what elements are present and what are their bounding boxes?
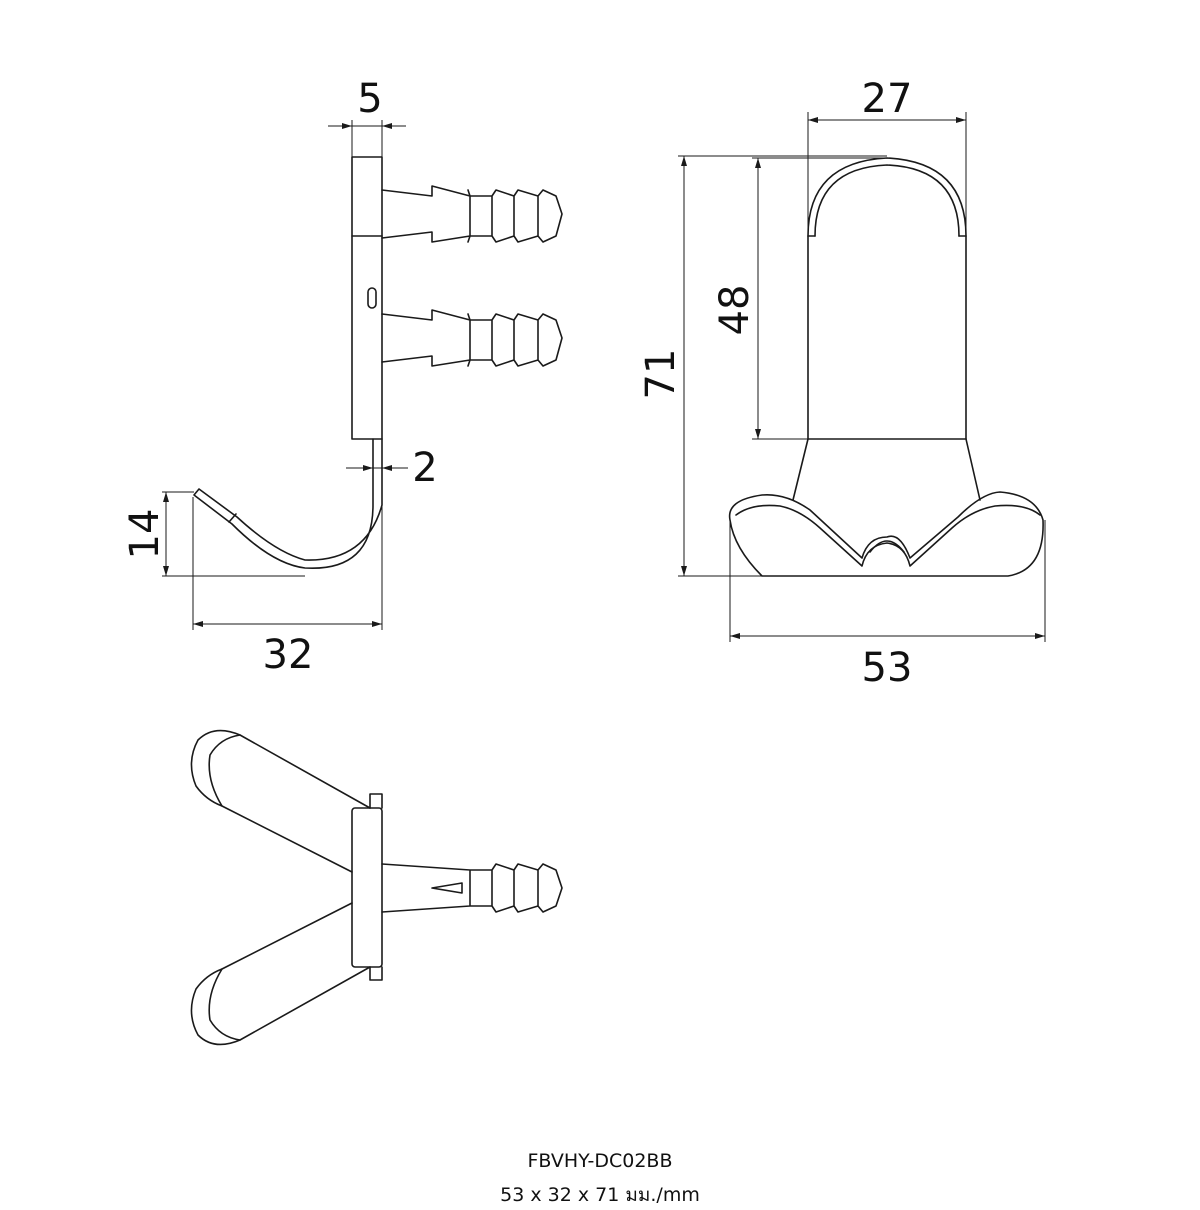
side-plug-top — [381, 185, 563, 243]
model-code: FBVHY-DC02BB — [527, 1150, 673, 1172]
front-hook-heads-inner — [735, 504, 1041, 567]
top-view — [190, 729, 563, 1046]
front-neck — [792, 438, 981, 501]
dim-plate-width: 27 — [807, 76, 967, 236]
dim-label-5: 5 — [357, 76, 382, 122]
dim-label-32: 32 — [263, 632, 314, 678]
side-hook-tip-line — [228, 513, 237, 523]
dim-total-width: 53 — [729, 520, 1046, 691]
top-arm-upper — [190, 729, 371, 873]
dim-total-height: 71 — [638, 155, 887, 577]
dim-label-14: 14 — [122, 509, 168, 560]
front-center-notch — [869, 540, 905, 553]
front-hook-heads — [728, 491, 1044, 577]
front-plate-inner — [814, 164, 960, 237]
overall-size: 53 x 32 x 71 มม./mm — [500, 1184, 700, 1206]
side-plug-bottom — [381, 309, 563, 367]
dim-label-27: 27 — [862, 76, 913, 122]
dim-label-53: 53 — [862, 645, 913, 691]
front-plate-outer — [807, 157, 967, 440]
side-hook-arm — [193, 438, 383, 569]
top-arm-lower — [190, 902, 371, 1046]
top-backplate — [351, 807, 383, 968]
side-view — [193, 156, 563, 569]
side-screw-slot — [367, 287, 377, 309]
dim-backplate-thickness: 5 — [328, 76, 406, 157]
dim-label-2: 2 — [412, 445, 437, 491]
top-plug — [381, 863, 563, 913]
top-plate-tabs — [369, 793, 383, 981]
side-backplate — [351, 156, 383, 440]
dim-hook-height: 14 — [122, 491, 305, 577]
dim-hook-thickness: 2 — [346, 445, 438, 491]
top-arm-lower-edge — [208, 968, 241, 1041]
front-view — [728, 157, 1044, 577]
dim-plate-height: 48 — [712, 157, 887, 440]
dim-hook-projection: 32 — [192, 497, 383, 678]
dim-label-71: 71 — [638, 349, 684, 400]
dim-label-48: 48 — [712, 285, 758, 336]
top-arm-upper-edge — [208, 734, 241, 807]
